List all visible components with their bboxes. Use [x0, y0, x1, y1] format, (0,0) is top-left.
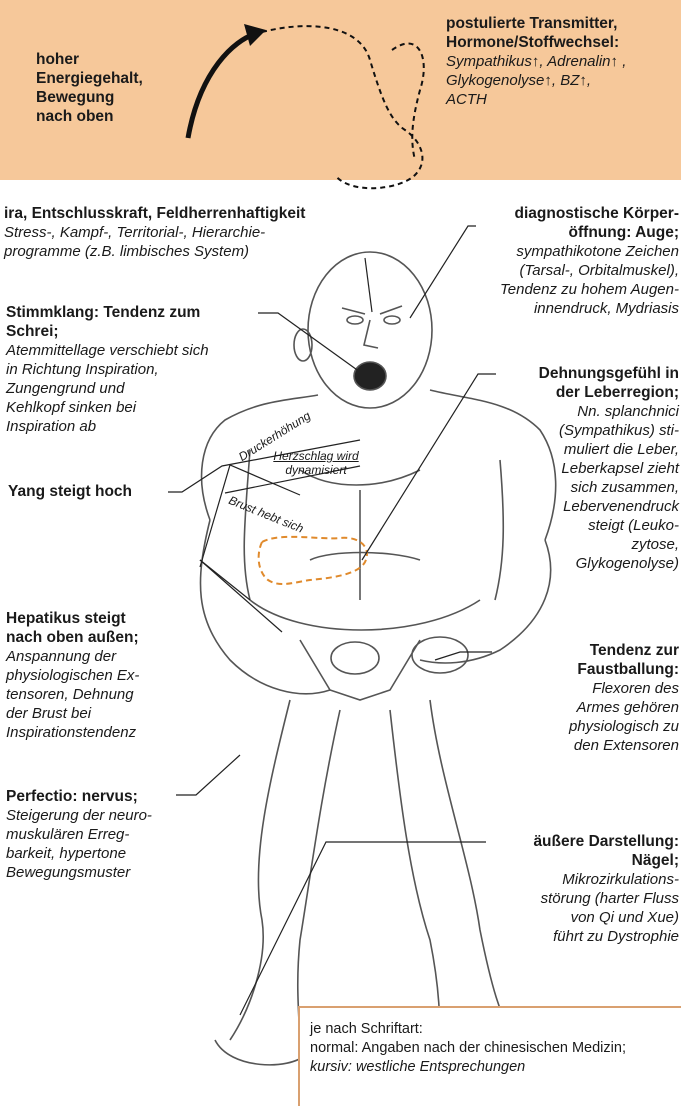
diagnostik-block: diagnostische Körper- öffnung: Auge; sym…	[439, 204, 679, 318]
liver-region-outline	[259, 537, 367, 584]
legend-box: je nach Schriftart: normal: Angaben nach…	[298, 1006, 681, 1106]
dashed-wave	[262, 26, 422, 188]
arrow-head-icon	[244, 24, 266, 46]
perfectio-block: Perfectio: nervus; Steigerung der neuro-…	[6, 787, 206, 882]
herz-label: Herzschlag wird dynamisiert	[266, 449, 366, 477]
faust-block: Tendenz zur Faustballung: Flexoren des A…	[509, 641, 679, 755]
ira-block: ira, Entschlusskraft, Feldherrenhaftigke…	[4, 204, 444, 261]
aussere-block: äußere Darstellung: Nägel; Mikrozirkulat…	[479, 832, 679, 946]
hepatikus-block: Hepatikus steigt nach oben außen; Anspan…	[6, 609, 206, 742]
yang-label: Yang steigt hoch	[8, 482, 132, 501]
dehnung-block: Dehnungsgefühl in der Leberregion; Nn. s…	[499, 364, 679, 573]
upward-curve-arrow	[188, 34, 255, 138]
stimmklang-block: Stimmklang: Tendenz zum Schrei; Atemmitt…	[6, 303, 266, 436]
